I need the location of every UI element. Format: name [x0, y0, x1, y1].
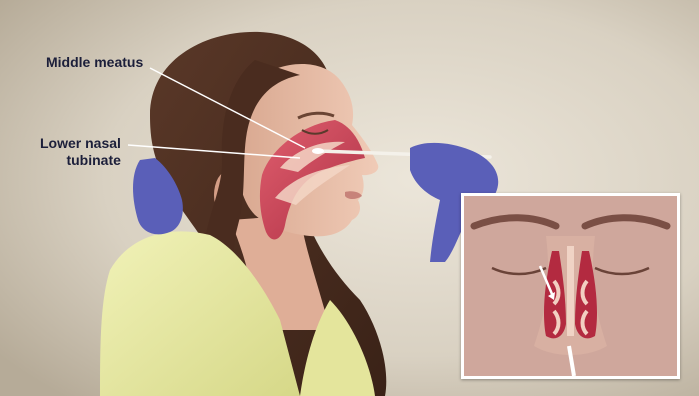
middle-meatus-label: Middle meatus — [46, 54, 143, 71]
swab-tip — [312, 148, 324, 154]
lower-nasal-label: Lower nasal tubinate — [40, 135, 121, 169]
lower-nasal-label-line2: tubinate — [40, 152, 121, 169]
lower-nasal-label-line1: Lower nasal — [40, 135, 121, 152]
frontal-inset — [461, 193, 680, 379]
inset-septum — [567, 246, 574, 336]
inset-illustration — [464, 196, 677, 376]
